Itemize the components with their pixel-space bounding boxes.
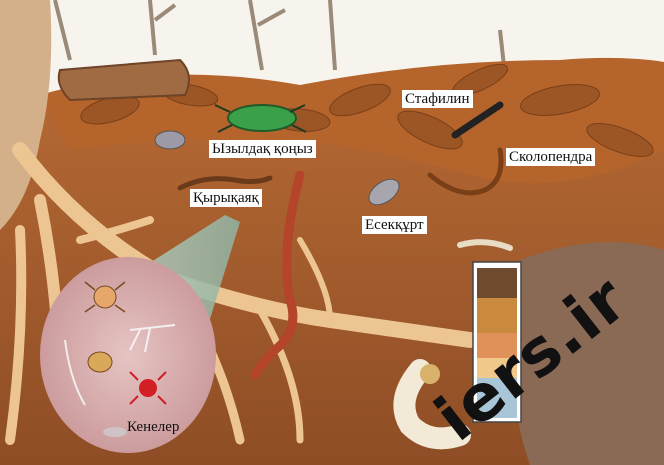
label-yzyldak-konyz: Ызылдақ қоңыз — [209, 140, 316, 158]
label-keneler: Кенелер — [124, 418, 182, 436]
woodlouse-top — [155, 131, 185, 149]
label-skolopendra: Сколопендра — [506, 148, 595, 166]
label-esekkurt: Есекқұрт — [362, 216, 427, 234]
label-stafilin: Стафилин — [402, 90, 473, 108]
label-kyrykayak: Қырықаяқ — [190, 189, 262, 207]
